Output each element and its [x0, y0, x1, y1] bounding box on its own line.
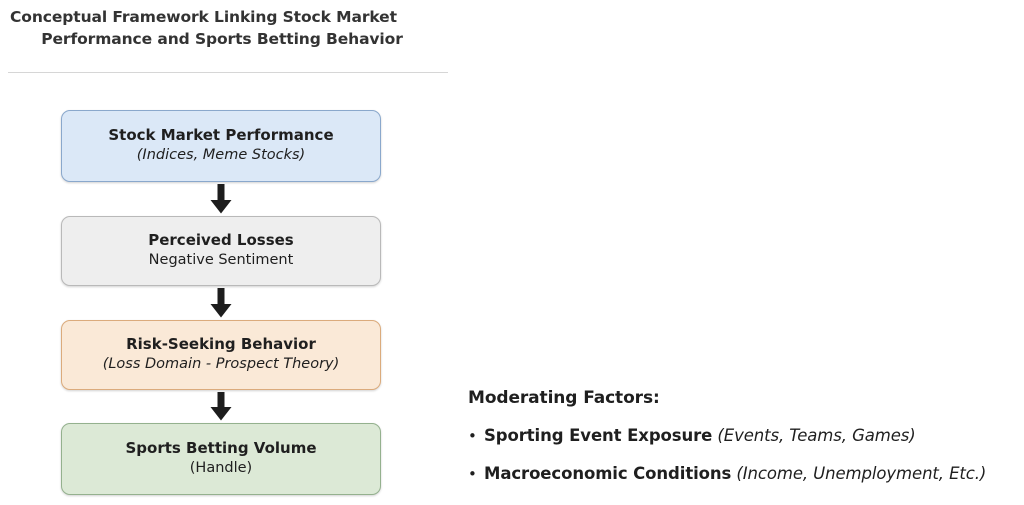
flow-node-subtitle: (Loss Domain - Prospect Theory): [102, 355, 340, 372]
moderating-factor-item: • Sporting Event Exposure (Events, Teams…: [468, 426, 1018, 446]
moderating-factors-heading: Moderating Factors:: [468, 388, 660, 408]
title-line-1: Conceptual Framework Linking Stock Marke…: [10, 8, 397, 26]
title-line-2: Performance and Sports Betting Behavior: [8, 28, 450, 50]
flow-node-title: Sports Betting Volume: [125, 439, 317, 458]
flow-node-stock-market-performance: Stock Market Performance (Indices, Meme …: [61, 110, 381, 182]
moderating-factor-item: • Macroeconomic Conditions (Income, Unem…: [468, 464, 1018, 484]
moderating-factor-text: Macroeconomic Conditions (Income, Unempl…: [484, 464, 986, 484]
bullet-icon: •: [468, 464, 477, 483]
flow-arrow-1: [61, 182, 381, 216]
flow-node-perceived-losses: Perceived Losses Negative Sentiment: [61, 216, 381, 286]
page-title: Conceptual Framework Linking Stock Marke…: [8, 6, 450, 51]
flow-arrow-2: [61, 286, 381, 320]
title-divider: [8, 72, 448, 73]
flow-node-subtitle: (Handle): [189, 459, 253, 476]
title-remainder: and Sports Betting Behavior: [152, 30, 403, 49]
down-arrow-icon: [210, 392, 232, 421]
flowchart: Stock Market Performance (Indices, Meme …: [61, 110, 381, 495]
flow-arrow-3: [61, 390, 381, 423]
moderating-factor-label: Macroeconomic Conditions: [484, 463, 732, 483]
flow-node-subtitle: Negative Sentiment: [148, 251, 294, 268]
moderating-factor-detail: (Events, Teams, Games): [712, 426, 916, 445]
moderating-factor-text: Sporting Event Exposure (Events, Teams, …: [484, 426, 916, 446]
title-emphasis: Performance: [41, 30, 153, 49]
flow-node-title: Stock Market Performance: [108, 126, 334, 145]
flow-node-sports-betting-volume: Sports Betting Volume (Handle): [61, 423, 381, 495]
flow-node-subtitle: (Indices, Meme Stocks): [136, 146, 306, 163]
down-arrow-icon: [210, 184, 232, 214]
flow-node-title: Perceived Losses: [148, 231, 294, 250]
moderating-factor-detail: (Income, Unemployment, Etc.): [731, 463, 987, 483]
moderating-factor-label: Sporting Event Exposure: [484, 426, 713, 445]
bullet-icon: •: [468, 427, 477, 445]
flow-node-risk-seeking-behavior: Risk-Seeking Behavior (Loss Domain - Pro…: [61, 320, 381, 390]
moderating-factors-section: Moderating Factors: • Sporting Event Exp…: [468, 388, 1018, 502]
flow-node-title: Risk-Seeking Behavior: [126, 335, 316, 354]
down-arrow-icon: [210, 288, 232, 318]
